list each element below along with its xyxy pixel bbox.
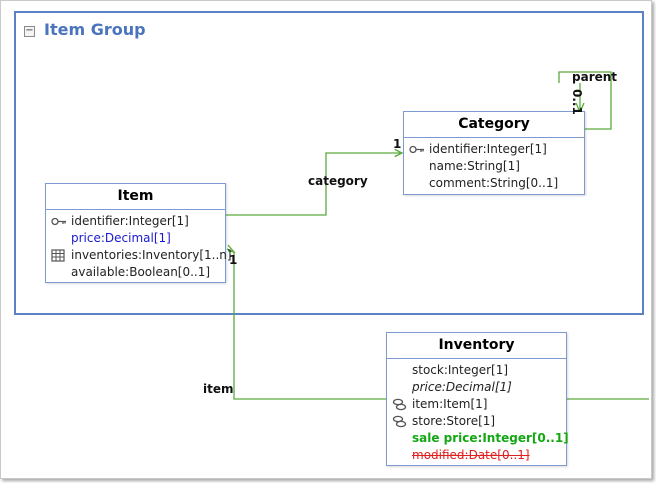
attribute-label: item:Item[1] — [412, 397, 488, 411]
group-title: Item Group — [44, 20, 146, 39]
class-item[interactable]: Item identifier:Integer[1] price:Decimal… — [45, 183, 232, 283]
attribute-label: name:String[1] — [429, 159, 520, 173]
attribute-row[interactable]: comment:String[0..1] — [404, 175, 584, 192]
attribute-row[interactable]: sale price:Integer[0..1] — [387, 430, 569, 447]
link-icon — [392, 398, 407, 411]
attribute-label: available:Boolean[0..1] — [71, 265, 211, 279]
attribute-row[interactable]: inventories:Inventory[1..n] — [46, 247, 232, 264]
attribute-row[interactable]: modified:Date[0..1] — [387, 447, 566, 464]
attribute-label: identifier:Integer[1] — [429, 142, 547, 156]
class-category-title: Category — [404, 112, 584, 138]
attribute-row[interactable]: identifier:Integer[1] — [46, 213, 225, 230]
attribute-row[interactable]: price:Decimal[1] — [46, 230, 225, 247]
attribute-label: price:Decimal[1] — [71, 231, 171, 245]
attribute-label: price:Decimal[1] — [412, 380, 512, 394]
key-icon — [409, 145, 424, 154]
attribute-label: modified:Date[0..1] — [412, 448, 530, 462]
attribute-label: identifier:Integer[1] — [71, 214, 189, 228]
attribute-row[interactable]: item:Item[1] — [387, 396, 566, 413]
table-link-icon — [51, 249, 65, 262]
attribute-label: inventories:Inventory[1..n] — [71, 248, 232, 262]
parent-association-line[interactable] — [558, 71, 612, 130]
attribute-label: comment:String[0..1] — [429, 176, 559, 190]
class-inventory[interactable]: Inventory stock:Integer[1] price:Decimal… — [386, 332, 569, 466]
multiplicity-item: 1 — [229, 253, 238, 267]
relation-label-category: category — [308, 174, 368, 188]
attribute-row[interactable]: name:String[1] — [404, 158, 584, 175]
collapse-toggle-icon[interactable]: − — [24, 25, 35, 37]
attribute-label: stock:Integer[1] — [412, 363, 509, 377]
attribute-row[interactable]: stock:Integer[1] — [387, 362, 566, 379]
multiplicity-category: 1 — [393, 137, 402, 151]
multiplicity-parent: 0..1 — [570, 89, 584, 115]
attribute-label: store:Store[1] — [412, 414, 496, 428]
attribute-row[interactable]: identifier:Integer[1] — [404, 141, 584, 158]
attribute-row[interactable]: store:Store[1] — [387, 413, 566, 430]
relation-label-parent: parent — [572, 70, 618, 84]
attribute-label: sale price:Integer[0..1] — [412, 431, 569, 445]
category-association-line[interactable] — [226, 153, 402, 216]
attribute-row[interactable]: price:Decimal[1] — [387, 379, 566, 396]
relation-label-item: item — [203, 382, 234, 396]
class-category[interactable]: Category identifier:Integer[1] name:Stri… — [403, 111, 585, 195]
item-arrow-tip — [227, 244, 236, 253]
key-icon — [51, 217, 66, 226]
item-association-line[interactable] — [233, 252, 649, 400]
link-icon — [392, 415, 407, 428]
class-inventory-title: Inventory — [387, 333, 566, 359]
class-item-title: Item — [46, 184, 225, 210]
attribute-row[interactable]: available:Boolean[0..1] — [46, 264, 225, 281]
